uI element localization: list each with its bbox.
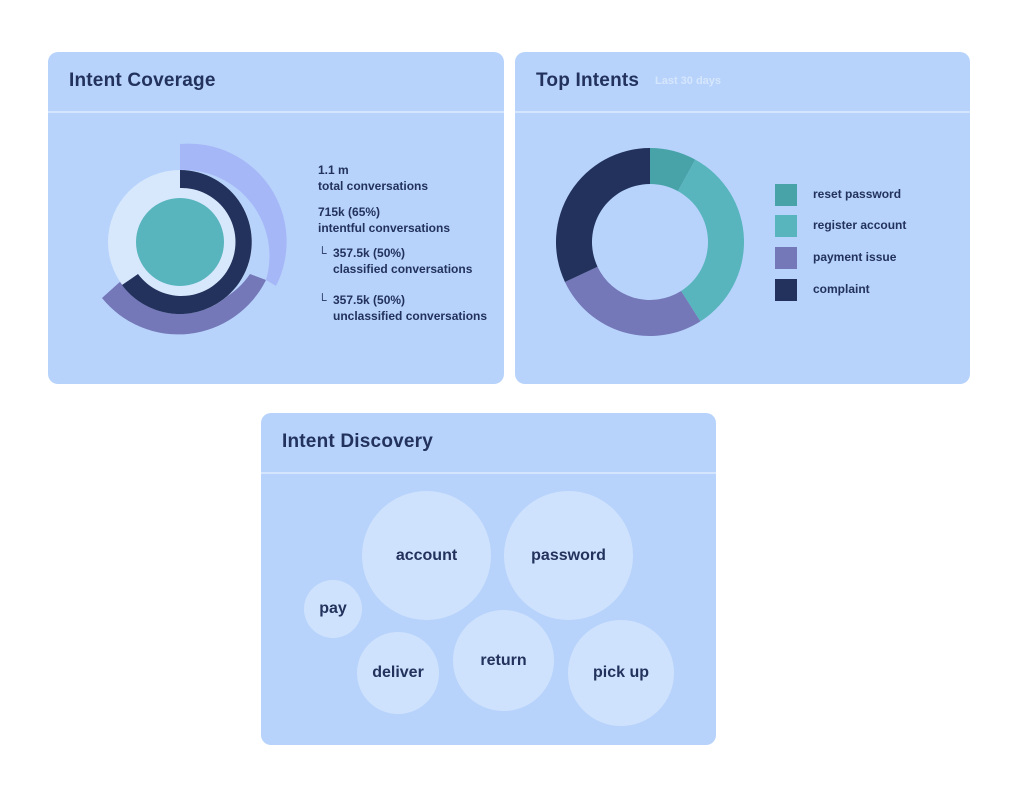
- stat-unclassified-label: unclassified conversations: [333, 309, 488, 323]
- legend-swatch: [775, 279, 797, 301]
- legend-label: payment issue: [813, 250, 897, 264]
- top-intents-title: Top Intents: [536, 70, 640, 91]
- stat-classified-label: classified conversations: [333, 262, 473, 276]
- coverage-outer-ring-purple: [102, 274, 266, 335]
- corner-arrow-icon: └: [318, 293, 327, 307]
- top-intents-donut: [556, 148, 744, 336]
- legend-swatch: [775, 184, 797, 206]
- coverage-outer-ring: [180, 143, 287, 286]
- top-intents-subtitle: Last 30 days: [655, 75, 722, 87]
- bubble-return[interactable]: return: [453, 610, 554, 711]
- coverage-core-circle: [136, 198, 224, 286]
- intent-discovery-header: Intent Discovery: [261, 413, 716, 474]
- bubble-password[interactable]: password: [504, 491, 633, 620]
- stat-unclassified-value: 357.5k (50%): [333, 293, 406, 307]
- intent-coverage-card: Intent Coverage 1.1 m total conversation…: [48, 52, 504, 384]
- coverage-sunburst: [102, 143, 287, 335]
- top-intents-card: Top Intents Last 30 days reset password …: [515, 52, 970, 384]
- donut-slice-register-account[interactable]: [677, 159, 744, 322]
- legend-label: reset password: [813, 187, 902, 201]
- legend-label: complaint: [813, 282, 870, 296]
- stat-total-value: 1.1 m: [318, 163, 349, 177]
- stat-intentful-label: intentful conversations: [318, 221, 451, 235]
- donut-slice-complaint[interactable]: [556, 148, 650, 283]
- legend-swatch: [775, 247, 797, 269]
- bubble-account[interactable]: account: [362, 491, 491, 620]
- intent-coverage-header: Intent Coverage: [48, 52, 504, 113]
- corner-arrow-icon: └: [318, 246, 327, 260]
- bubble-deliver[interactable]: deliver: [357, 632, 439, 714]
- intent-discovery-title: Intent Discovery: [282, 431, 434, 452]
- intent-discovery-card: Intent Discovery account password pay de…: [261, 413, 716, 745]
- donut-slice-payment-issue[interactable]: [564, 266, 701, 336]
- bubble-pick-up[interactable]: pick up: [568, 620, 674, 726]
- legend-swatch: [775, 215, 797, 237]
- stat-classified-value: 357.5k (50%): [333, 246, 406, 260]
- donut-slice-reset-password[interactable]: [650, 148, 696, 192]
- stat-intentful: 715k (65%) intentful conversations: [318, 204, 450, 236]
- legend-label: register account: [813, 218, 907, 232]
- stat-intentful-value: 715k (65%): [318, 205, 381, 219]
- stat-unclassified: └ 357.5k (50%) unclassified conversation…: [318, 292, 487, 324]
- stat-total-label: total conversations: [318, 179, 429, 193]
- bubble-pay[interactable]: pay: [304, 580, 362, 638]
- intent-coverage-title: Intent Coverage: [69, 70, 216, 91]
- stat-total: 1.1 m total conversations: [318, 162, 428, 194]
- stat-classified: └ 357.5k (50%) classified conversations: [318, 245, 472, 277]
- top-intents-header: Top Intents Last 30 days: [515, 52, 970, 113]
